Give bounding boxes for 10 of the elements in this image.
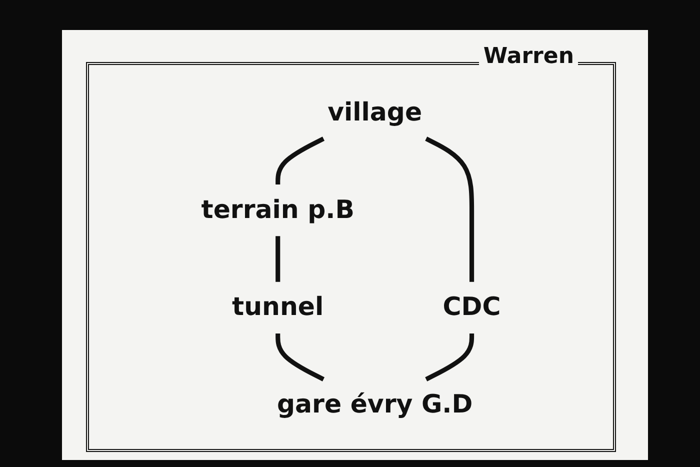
node-text: gare évry G.D <box>276 390 473 420</box>
node-text: terrain p.B <box>201 196 354 225</box>
connector <box>425 136 474 282</box>
connector <box>276 236 280 282</box>
connector <box>276 333 325 382</box>
node-text: village <box>328 98 422 128</box>
node-text: tunnel <box>232 293 324 322</box>
node-text: CDC <box>442 293 501 322</box>
connector <box>425 333 474 382</box>
connector <box>276 136 325 185</box>
